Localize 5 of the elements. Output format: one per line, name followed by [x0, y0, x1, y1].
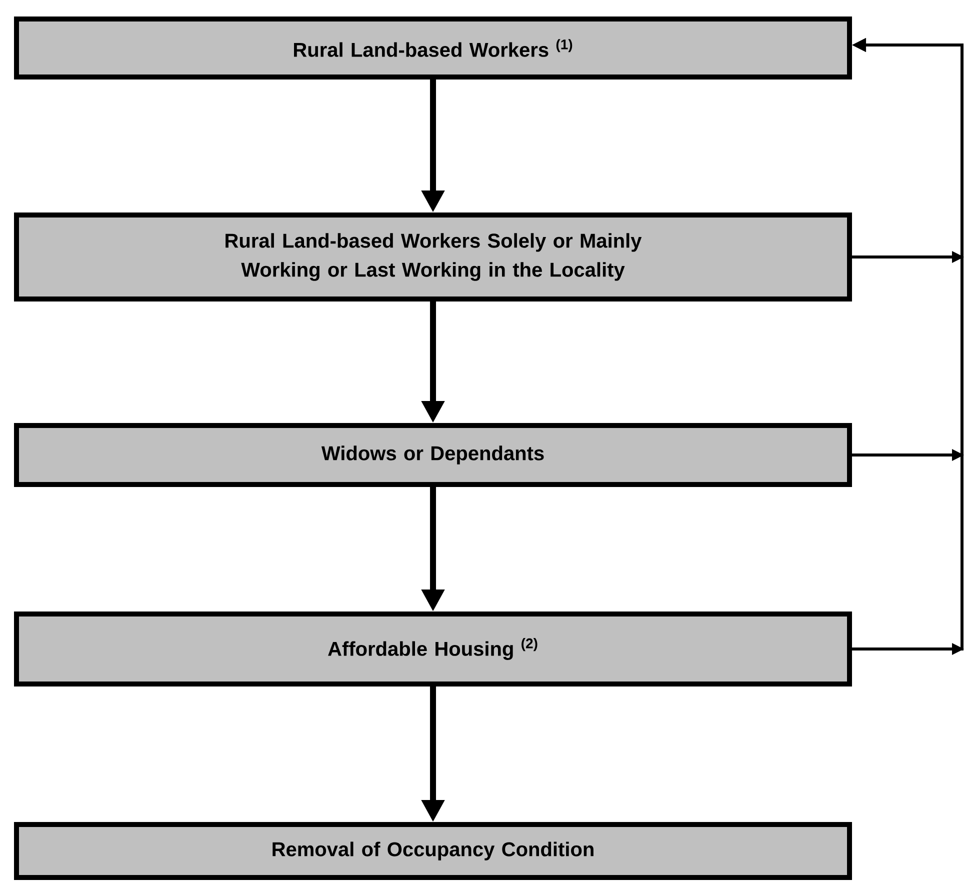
process-box: Rural Land-based Workers Solely or Mainly Working or Last Working in the Locality [14, 212, 852, 302]
process-box: Rural Land-based Workers $^{(1)}$ [14, 16, 852, 80]
process-box: Removal of Occupancy Condition [14, 822, 852, 880]
process-box: Widows or Dependants [14, 423, 852, 487]
process-box: Affordable Housing $^{(2)}$ [14, 612, 852, 686]
